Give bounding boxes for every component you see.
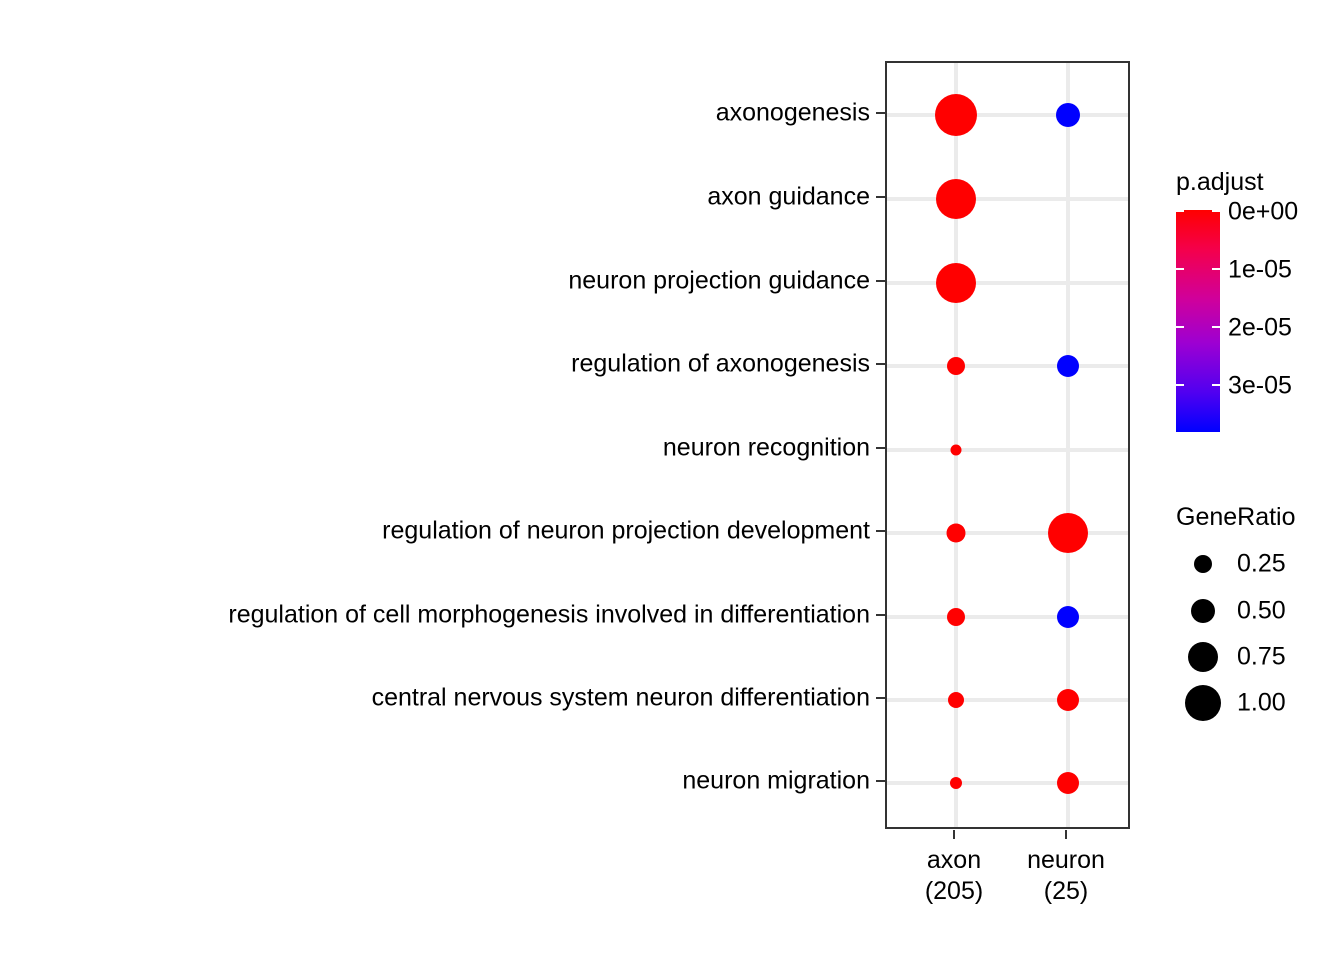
y-axis-label-neuron-recognition: neuron recognition [662, 433, 870, 462]
data-point[interactable] [1056, 103, 1080, 127]
data-point[interactable] [950, 777, 962, 789]
y-axis-label-regulation-of-neuron-projection-development: regulation of neuron projection developm… [382, 516, 870, 545]
gridline-horizontal [887, 197, 1128, 201]
gridline-horizontal [887, 281, 1128, 285]
colorbar-tick [1176, 210, 1184, 212]
legend-size-dot-075 [1188, 642, 1218, 672]
gridline-horizontal [887, 448, 1128, 452]
y-axis-label-neuron-projection-guidance: neuron projection guidance [568, 266, 870, 295]
gridline-vertical [1066, 63, 1070, 827]
plot-panel-inner [887, 63, 1128, 827]
data-point[interactable] [936, 263, 976, 303]
colorbar-tick [1212, 210, 1220, 212]
y-axis-tick [876, 280, 885, 282]
legend-size-label-100: 1.00 [1237, 688, 1286, 717]
data-point[interactable] [1057, 606, 1079, 628]
gridline-horizontal [887, 531, 1128, 535]
plot-panel [885, 61, 1130, 829]
y-axis-tick [876, 780, 885, 782]
gridline-horizontal [887, 698, 1128, 702]
gridline-horizontal [887, 364, 1128, 368]
legend-title-generatio: GeneRatio [1176, 503, 1296, 531]
data-point[interactable] [950, 444, 962, 456]
colorbar-label-2e-05: 2e-05 [1228, 313, 1292, 342]
x-axis-tick [953, 830, 955, 839]
y-axis-tick [876, 196, 885, 198]
data-point[interactable] [936, 179, 976, 219]
colorbar-tick [1176, 268, 1184, 270]
legend-title-p-adjust: p.adjust [1176, 168, 1264, 196]
y-axis-tick [876, 614, 885, 616]
x-axis-tick [1065, 830, 1067, 839]
legend-size-dot-100 [1185, 685, 1221, 721]
y-axis-label-axonogenesis: axonogenesis [715, 98, 870, 127]
y-axis-label-cns-neuron-differentiation: central nervous system neuron differenti… [371, 683, 870, 712]
colorbar-tick [1176, 326, 1184, 328]
y-axis-label-neuron-migration: neuron migration [682, 766, 870, 795]
x-axis-label-neuron: neuron (25) [1027, 845, 1105, 907]
y-axis-tick [876, 363, 885, 365]
data-point[interactable] [1048, 513, 1088, 553]
y-axis-tick [876, 112, 885, 114]
y-axis-tick [876, 697, 885, 699]
y-axis-tick [876, 530, 885, 532]
x-axis-label-axon: axon (205) [925, 845, 983, 907]
y-axis-label-regulation-of-axonogenesis: regulation of axonogenesis [571, 349, 870, 378]
data-point[interactable] [1057, 689, 1079, 711]
legend-size-dot-025 [1194, 555, 1212, 573]
y-axis-label-regulation-of-cell-morphogenesis: regulation of cell morphogenesis involve… [228, 600, 870, 629]
colorbar-label-1e-05: 1e-05 [1228, 255, 1292, 284]
gridline-horizontal [887, 781, 1128, 785]
data-point[interactable] [946, 523, 966, 543]
data-point[interactable] [947, 608, 965, 626]
colorbar-label-3e-05: 3e-05 [1228, 371, 1292, 400]
data-point[interactable] [935, 94, 977, 136]
colorbar-tick [1212, 384, 1220, 386]
colorbar-tick [1212, 268, 1220, 270]
data-point[interactable] [948, 692, 964, 708]
x-axis-label-axon-count: (205) [924, 877, 984, 905]
x-axis-label-neuron-count: (25) [1043, 877, 1089, 905]
x-axis-label-axon-name: axon [926, 846, 982, 874]
gridline-horizontal [887, 113, 1128, 117]
gridline-horizontal [887, 615, 1128, 619]
data-point[interactable] [1057, 355, 1079, 377]
colorbar-tick [1212, 326, 1220, 328]
colorbar-tick [1176, 384, 1184, 386]
data-point[interactable] [947, 357, 965, 375]
p-adjust-colorbar [1176, 210, 1220, 432]
legend-size-label-075: 0.75 [1237, 642, 1286, 671]
colorbar-label-0e00: 0e+00 [1228, 197, 1299, 226]
y-axis-label-axon-guidance: axon guidance [707, 182, 870, 211]
legend-size-dot-050 [1191, 599, 1215, 623]
legend-size-label-025: 0.25 [1237, 549, 1286, 578]
legend-size-label-050: 0.50 [1237, 596, 1286, 625]
data-point[interactable] [1057, 772, 1079, 794]
x-axis-label-neuron-name: neuron [1027, 846, 1105, 874]
y-axis-tick [876, 447, 885, 449]
